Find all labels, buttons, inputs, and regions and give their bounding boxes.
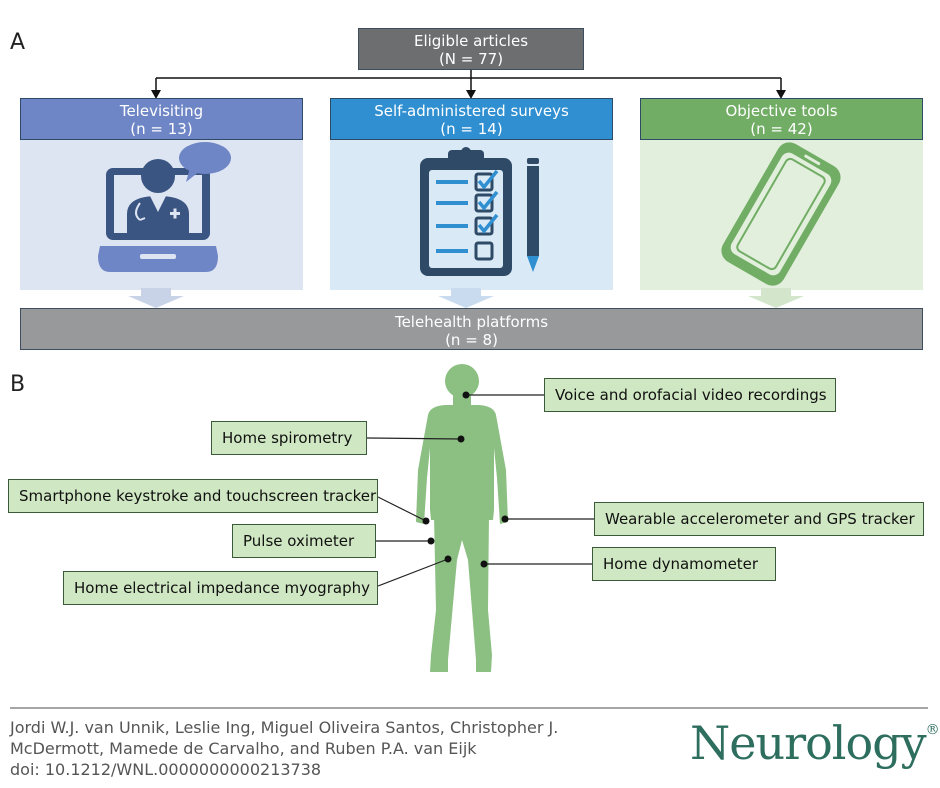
televisiting-header: Televisiting (n = 13) [20,98,303,140]
arrowhead-objective [776,90,786,99]
telehealth-title: Telehealth platforms [394,313,549,331]
arrowhead-televisiting [151,90,161,99]
label-voice-recordings: Voice and orofacial video recordings [544,378,836,412]
citation-authors-line1: Jordi W.J. van Unnik, Leslie Ing, Miguel… [10,718,559,737]
televisiting-count: (n = 13) [130,120,193,138]
surveys-count: (n = 14) [440,120,503,138]
clipboard-checklist-icon [420,147,539,276]
televisiting-title: Televisiting [119,102,204,120]
doctor-laptop-icon [98,142,231,272]
journal-name: Neurology [690,716,927,770]
objective-header: Objective tools (n = 42) [640,98,923,140]
citation-authors-line2: McDermott, Mamede de Carvalho, and Ruben… [10,739,477,758]
smartphone-icon [721,142,841,286]
citation-block: Jordi W.J. van Unnik, Leslie Ing, Miguel… [10,717,650,780]
surveys-title: Self-administered surveys [374,102,569,120]
surveys-header: Self-administered surveys (n = 14) [330,98,613,140]
citation-doi: doi: 10.1212/WNL.0000000000213738 [10,760,322,779]
eligible-articles-box: Eligible articles (N = 77) [358,28,584,70]
eligible-articles-count: (N = 77) [438,50,504,68]
leader-lines [366,394,594,587]
panel-a-letter: A [10,30,26,55]
label-keystroke-tracker: Smartphone keystroke and touchscreen tra… [8,479,378,513]
objective-down-arrow [748,288,804,308]
panel-b-letter: B [10,372,26,397]
connector-lines [155,70,782,92]
arrowhead-surveys [466,90,476,99]
label-pulse-oximeter: Pulse oximeter [232,524,376,558]
surveys-down-arrow [438,288,494,308]
neurology-logo: Neurology® [690,716,940,770]
eligible-articles-title: Eligible articles [413,32,529,50]
objective-count: (n = 42) [750,120,813,138]
label-accelerometer-gps: Wearable accelerometer and GPS tracker [594,502,924,536]
label-home-spirometry: Home spirometry [211,421,367,455]
label-impedance-myography: Home electrical impedance myography [63,571,378,605]
label-home-dynamometer: Home dynamometer [592,547,776,581]
registered-mark: ® [925,722,940,738]
leader-dots [422,391,509,568]
telehealth-count: (n = 8) [445,331,498,349]
televisiting-down-arrow [128,288,184,308]
human-figure [416,364,508,672]
objective-title: Objective tools [725,102,838,120]
telehealth-platforms-box: Telehealth platforms (n = 8) [20,308,923,350]
